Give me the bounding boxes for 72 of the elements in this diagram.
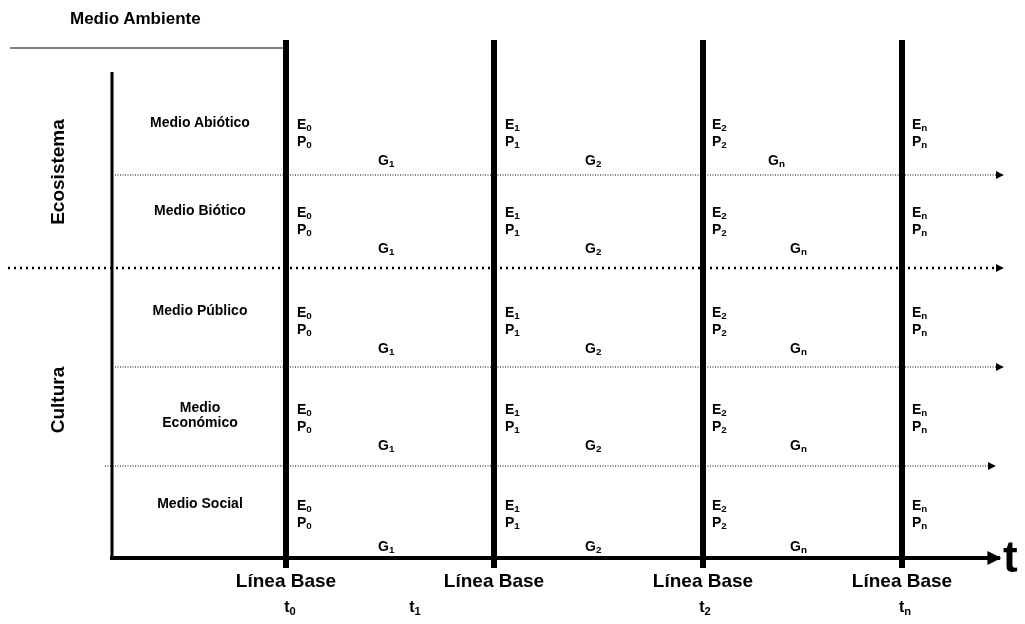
state-label: E$_{2}$ bbox=[712, 305, 727, 321]
row-label: Medio Público bbox=[151, 303, 249, 318]
row-label: Medio Biótico bbox=[153, 203, 247, 218]
change-label: G$_{1}$ bbox=[378, 341, 395, 357]
row-label: Medio Económico bbox=[161, 400, 239, 430]
state-label: P$_{1}$ bbox=[505, 515, 520, 531]
time-label: t$_{2}$ bbox=[699, 598, 711, 616]
state-label: P$_{0}$ bbox=[297, 134, 312, 150]
state-label: P$_{n}$ bbox=[912, 134, 928, 150]
baseline-label: Línea Base bbox=[235, 571, 337, 592]
state-label: E$_{n}$ bbox=[912, 205, 928, 221]
time-label: t$_{n}$ bbox=[898, 598, 912, 616]
baseline-label: Línea Base bbox=[443, 571, 545, 592]
state-label: E$_{1}$ bbox=[505, 117, 520, 133]
change-label: G$_{2}$ bbox=[585, 539, 602, 555]
change-label: G$_{1}$ bbox=[378, 241, 395, 257]
change-label: G$_{1}$ bbox=[378, 539, 395, 555]
time-label: t$_{0}$ bbox=[284, 598, 296, 616]
state-label: P$_{2}$ bbox=[712, 515, 727, 531]
state-label: P$_{2}$ bbox=[712, 222, 727, 238]
state-label: E$_{0}$ bbox=[297, 205, 312, 221]
state-label: P$_{0}$ bbox=[297, 515, 312, 531]
row-label: Medio Social bbox=[156, 496, 244, 511]
row-label: Medio Abiótico bbox=[149, 115, 251, 130]
group-label: Cultura bbox=[47, 366, 69, 434]
change-label: G$_{1}$ bbox=[378, 153, 395, 169]
state-label: E$_{1}$ bbox=[505, 498, 520, 514]
state-label: E$_{0}$ bbox=[297, 402, 312, 418]
state-label: E$_{2}$ bbox=[712, 117, 727, 133]
change-label: G$_{n}$ bbox=[768, 153, 785, 169]
state-label: E$_{1}$ bbox=[505, 305, 520, 321]
state-label: P$_{2}$ bbox=[712, 419, 727, 435]
group-label: Ecosistema bbox=[47, 119, 69, 225]
state-label: P$_{1}$ bbox=[505, 222, 520, 238]
state-label: P$_{n}$ bbox=[912, 515, 928, 531]
change-label: G$_{2}$ bbox=[585, 438, 602, 454]
change-label: G$_{2}$ bbox=[585, 153, 602, 169]
state-label: E$_{n}$ bbox=[912, 498, 928, 514]
change-label: G$_{n}$ bbox=[790, 438, 807, 454]
time-axis-label: t bbox=[1003, 533, 1018, 582]
state-label: E$_{n}$ bbox=[912, 402, 928, 418]
change-label: G$_{2}$ bbox=[585, 341, 602, 357]
state-label: E$_{1}$ bbox=[505, 402, 520, 418]
state-label: E$_{2}$ bbox=[712, 498, 727, 514]
diagram-title: Medio Ambiente bbox=[70, 10, 201, 29]
state-label: E$_{1}$ bbox=[505, 205, 520, 221]
state-label: P$_{n}$ bbox=[912, 322, 928, 338]
state-label: E$_{n}$ bbox=[912, 117, 928, 133]
state-label: P$_{n}$ bbox=[912, 419, 928, 435]
state-label: P$_{2}$ bbox=[712, 134, 727, 150]
change-label: G$_{n}$ bbox=[790, 341, 807, 357]
change-label: G$_{n}$ bbox=[790, 241, 807, 257]
state-label: E$_{0}$ bbox=[297, 498, 312, 514]
baseline-label: Línea Base bbox=[851, 571, 953, 592]
state-label: P$_{n}$ bbox=[912, 222, 928, 238]
change-label: G$_{n}$ bbox=[790, 539, 807, 555]
state-label: E$_{2}$ bbox=[712, 205, 727, 221]
state-label: P$_{2}$ bbox=[712, 322, 727, 338]
state-label: P$_{1}$ bbox=[505, 419, 520, 435]
state-label: E$_{0}$ bbox=[297, 117, 312, 133]
change-label: G$_{2}$ bbox=[585, 241, 602, 257]
time-label: t$_{1}$ bbox=[409, 598, 421, 616]
state-label: P$_{0}$ bbox=[297, 419, 312, 435]
baseline-label: Línea Base bbox=[652, 571, 754, 592]
state-label: E$_{n}$ bbox=[912, 305, 928, 321]
state-label: P$_{0}$ bbox=[297, 222, 312, 238]
state-label: P$_{0}$ bbox=[297, 322, 312, 338]
state-label: P$_{1}$ bbox=[505, 322, 520, 338]
state-label: E$_{0}$ bbox=[297, 305, 312, 321]
state-label: P$_{1}$ bbox=[505, 134, 520, 150]
change-label: G$_{1}$ bbox=[378, 438, 395, 454]
state-label: E$_{2}$ bbox=[712, 402, 727, 418]
